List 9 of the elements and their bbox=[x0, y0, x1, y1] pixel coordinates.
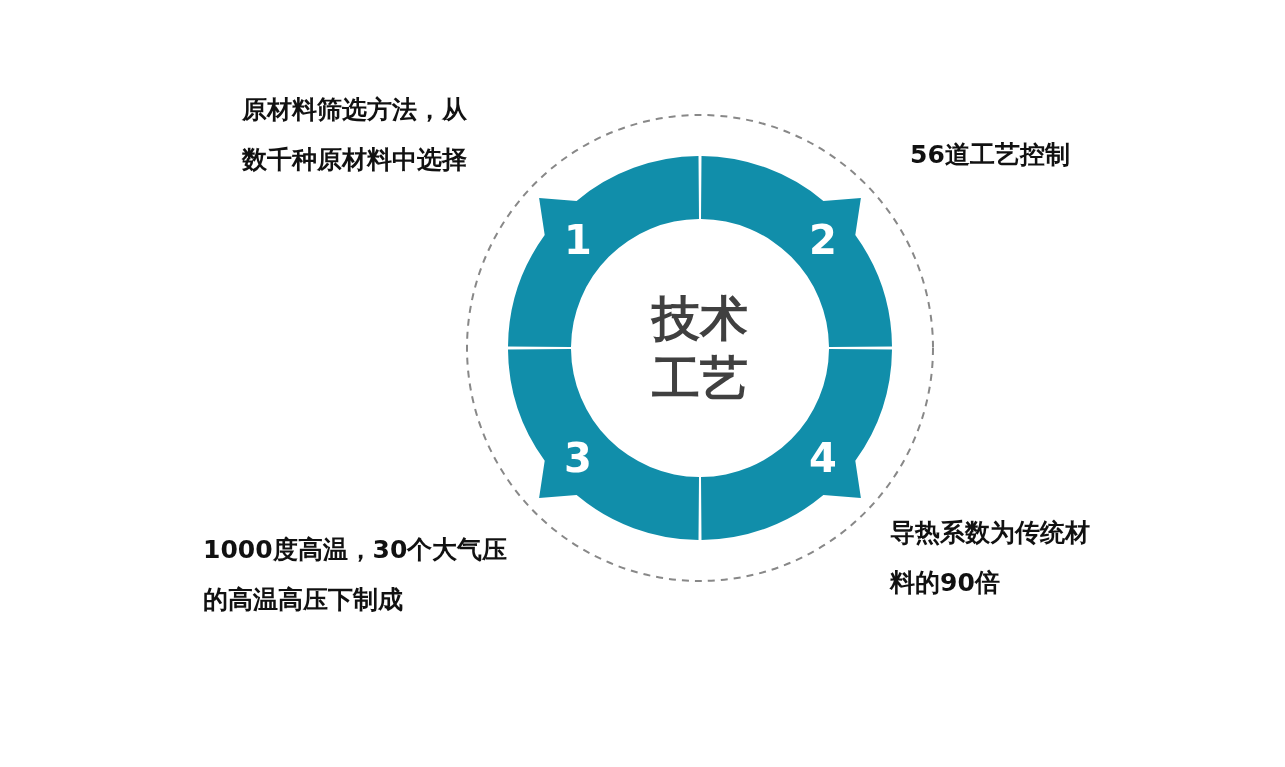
step-number: 3 bbox=[563, 438, 593, 478]
step-number: 1 bbox=[563, 220, 593, 260]
description-text: 导热系数为传统材料的90倍 bbox=[890, 517, 1091, 599]
description-text: 原材料筛选方法，从数千种原材料中选择 bbox=[242, 94, 468, 176]
step-number: 2 bbox=[808, 220, 838, 260]
description-text: 56道工艺控制 bbox=[910, 139, 1071, 171]
description-text: 1000度高温，30个大气压的高温高压下制成 bbox=[203, 534, 509, 616]
center-title: 技术工艺 bbox=[648, 288, 752, 408]
step-number: 4 bbox=[808, 438, 838, 478]
